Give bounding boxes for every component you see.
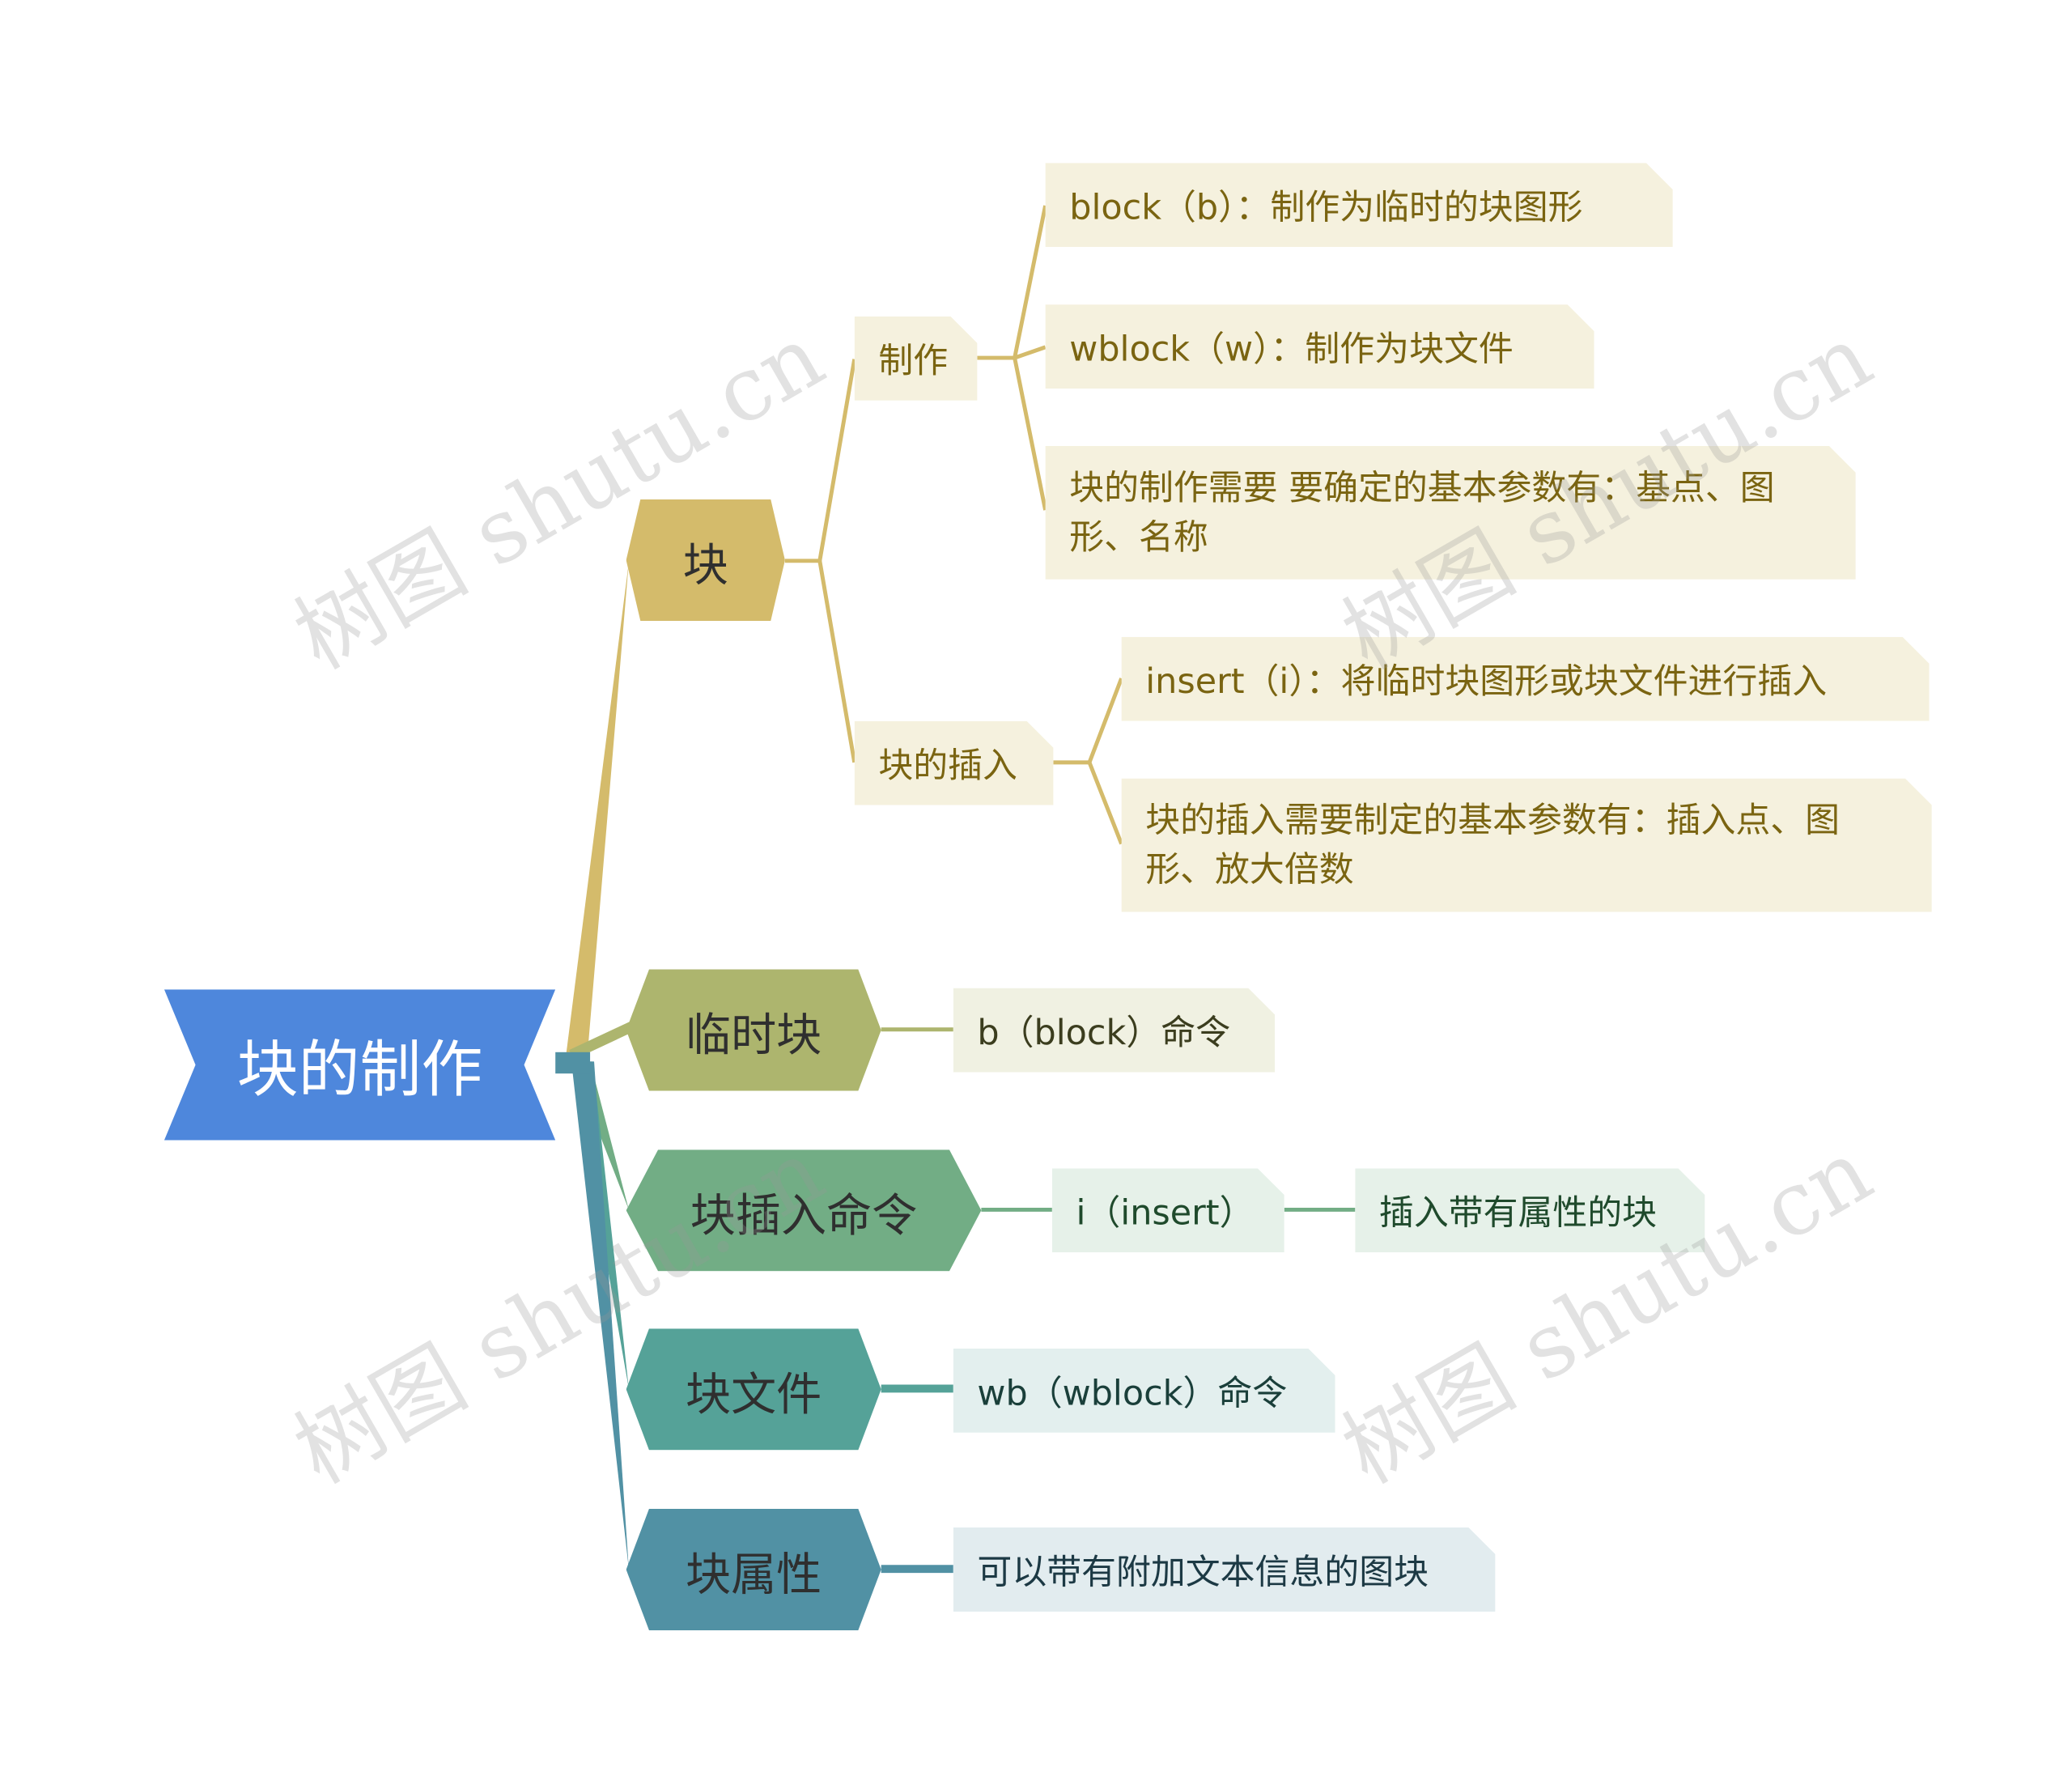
detail-temp-block-label: b（block）命令 (977, 1013, 1231, 1054)
leaf-insert-params[interactable]: 块的插入需要制定的基本参数有：插入点、图形、放大倍数 (1122, 779, 1932, 912)
detail-block-file[interactable]: wb（wblock）命令 (953, 1349, 1335, 1433)
detail-block-attribute-label: 可以带有附加文本信息的图块 (977, 1553, 1429, 1593)
root-connector-stub (555, 1052, 591, 1074)
detail-insert-attribute-label: 插入带有属性的块 (1378, 1193, 1658, 1234)
leaf-make-wblock-label: wblock（w）：制作为块文件 (1069, 329, 1514, 370)
branch-block-file[interactable]: 块文件 (626, 1328, 881, 1451)
link-make-2 (1013, 345, 1047, 360)
branch-insert-command[interactable]: 块插入命令 (626, 1149, 982, 1272)
leaf-make-block[interactable]: block（b）：制作为临时的块图形 (1046, 163, 1673, 247)
branch-temp-block-label: 临时块 (686, 1009, 822, 1064)
detail-block-file-label: wb（wblock）命令 (977, 1374, 1288, 1414)
detail-insert-attribute[interactable]: 插入带有属性的块 (1355, 1168, 1705, 1252)
subtopic-make-label: 制作 (878, 342, 949, 382)
branch-insert-command-label: 块插入命令 (690, 1189, 918, 1243)
leaf-insert-command-label: insert（i）：将临时块图形或块文件进行插入 (1145, 662, 1828, 703)
detail-temp-block[interactable]: b（block）命令 (953, 988, 1276, 1073)
link-make-1 (1013, 205, 1047, 359)
branch-block-attribute[interactable]: 块属性 (626, 1508, 881, 1631)
leaf-make-params[interactable]: 块的制作需要 要确定的基本参数有：基点、图形、名称 (1046, 446, 1856, 580)
subtopic-make[interactable]: 制作 (855, 317, 978, 401)
link-block-make (817, 359, 857, 562)
leaf-make-params-label: 块的制作需要 要确定的基本参数有：基点、图形、名称 (1069, 468, 1775, 559)
root-topic[interactable]: 块的制作 (163, 989, 556, 1141)
subtopic-insert[interactable]: 块的插入 (855, 721, 1054, 805)
leaf-make-block-label: block（b）：制作为临时的块图形 (1069, 188, 1583, 229)
branch-block[interactable]: 块 (626, 499, 785, 622)
link-block-insert (817, 560, 857, 763)
branch-block-attribute-label: 块属性 (686, 1549, 822, 1603)
link-root-temp (569, 1020, 637, 1060)
leaf-insert-command[interactable]: insert（i）：将临时块图形或块文件进行插入 (1122, 637, 1930, 721)
link-insert-2 (1087, 761, 1123, 845)
branch-block-label: 块 (682, 539, 728, 593)
link-root-block (566, 562, 629, 1056)
link-insert-1 (1087, 678, 1123, 763)
detail-insert-command[interactable]: i（insert） (1052, 1168, 1284, 1252)
branch-temp-block[interactable]: 临时块 (626, 969, 881, 1091)
detail-insert-command-label: i（insert） (1076, 1193, 1255, 1234)
leaf-make-wblock[interactable]: wblock（w）：制作为块文件 (1046, 304, 1594, 389)
leaf-insert-params-label: 块的插入需要制定的基本参数有：插入点、图形、放大倍数 (1145, 801, 1841, 891)
subtopic-insert-label: 块的插入 (878, 746, 1017, 787)
link-make-3 (1013, 357, 1047, 511)
detail-block-attribute[interactable]: 可以带有附加文本信息的图块 (953, 1527, 1496, 1612)
branch-block-file-label: 块文件 (686, 1368, 822, 1422)
root-label: 块的制作 (236, 1032, 483, 1105)
